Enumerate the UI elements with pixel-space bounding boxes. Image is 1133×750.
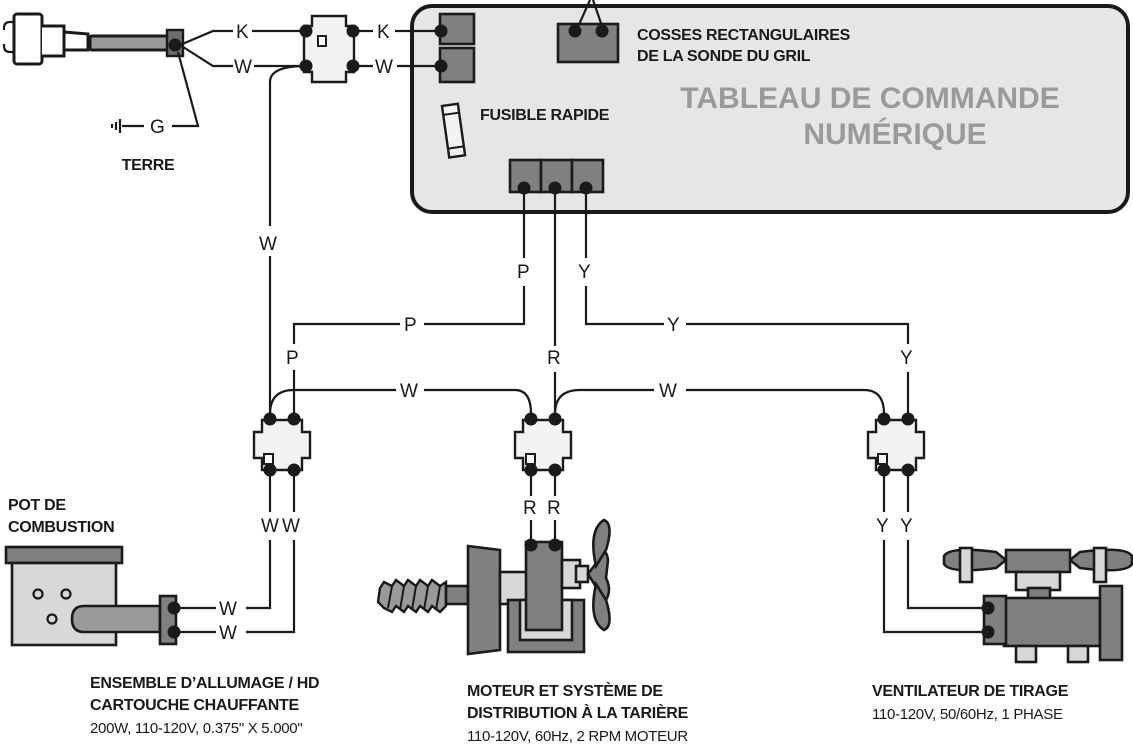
fan-label-line1: VENTILATEUR DE TIRAGE	[872, 683, 1069, 700]
wire-label-w3: W	[259, 234, 277, 255]
ground-label: TERRE	[122, 157, 175, 174]
wire-label-w2: W	[375, 57, 393, 78]
igniter-label-line2: CARTOUCHE CHAUFFANTE	[90, 697, 299, 714]
wire-label-w4: W	[400, 381, 418, 402]
digital-control-board	[410, 4, 1130, 214]
wire-label-p1: P	[517, 262, 530, 283]
wire-label-w8: W	[219, 599, 237, 620]
wire-label-y5: Y	[900, 516, 913, 537]
wire-label-y4: Y	[876, 516, 889, 537]
igniter-connector	[252, 412, 312, 477]
power-connector	[299, 14, 360, 84]
wire-label-k1: K	[236, 22, 249, 43]
induction-fan-assembly	[942, 546, 1133, 664]
firepot-label-line1: POT DE	[8, 497, 66, 514]
wire-label-w1: W	[234, 57, 252, 78]
fan-spec: 110-120V, 50/60Hz, 1 PHASE	[872, 706, 1063, 723]
wire-label-w6: W	[261, 516, 279, 537]
fan-connector	[866, 412, 926, 477]
wire-label-w7: W	[282, 516, 300, 537]
probe-label-line2: DE LA SONDE DU GRIL	[637, 48, 811, 65]
igniter-spec: 200W, 110-120V, 0.375" X 5.000"	[90, 720, 302, 737]
wire-label-w5: W	[659, 381, 677, 402]
motor-spec: 110-120V, 60Hz, 2 RPM MOTEUR	[467, 728, 688, 745]
wire-label-g: G	[150, 117, 165, 138]
wire-label-r1: R	[547, 348, 561, 369]
fuse-label: FUSIBLE RAPIDE	[480, 107, 610, 124]
wire-label-y1: Y	[578, 262, 591, 283]
fast-blow-fuse	[440, 102, 467, 159]
ground-symbol-icon	[110, 119, 144, 133]
probe-label-line1: COSSES RECTANGULAIRES	[637, 27, 851, 44]
auger-connector	[513, 412, 573, 477]
board-title-line2: NUMÉRIQUE	[803, 117, 986, 151]
wire-label-r2: R	[523, 498, 537, 519]
wire-label-w9: W	[219, 623, 237, 644]
motor-label-line1: MOTEUR ET SYSTÈME DE	[467, 681, 663, 700]
wire-label-p2: P	[404, 315, 417, 336]
wire-label-k2: K	[377, 22, 390, 43]
wire-label-y3: Y	[900, 348, 913, 369]
igniter-label-line1: ENSEMBLE D’ALLUMAGE / HD	[90, 675, 319, 692]
power-plug	[2, 12, 185, 66]
wire-label-p3: P	[286, 348, 299, 369]
igniter-cartridge	[70, 594, 181, 646]
wire-label-r3: R	[547, 498, 561, 519]
grill-probe-terminals	[568, 0, 609, 38]
auger-motor-assembly	[376, 518, 611, 656]
motor-label-line2: DISTRIBUTION À LA TARIÈRE	[467, 703, 689, 722]
firepot-label-line2: COMBUSTION	[8, 519, 114, 536]
board-title-line1: TABLEAU DE COMMANDE	[680, 82, 1059, 115]
wire-label-y2: Y	[667, 315, 680, 336]
